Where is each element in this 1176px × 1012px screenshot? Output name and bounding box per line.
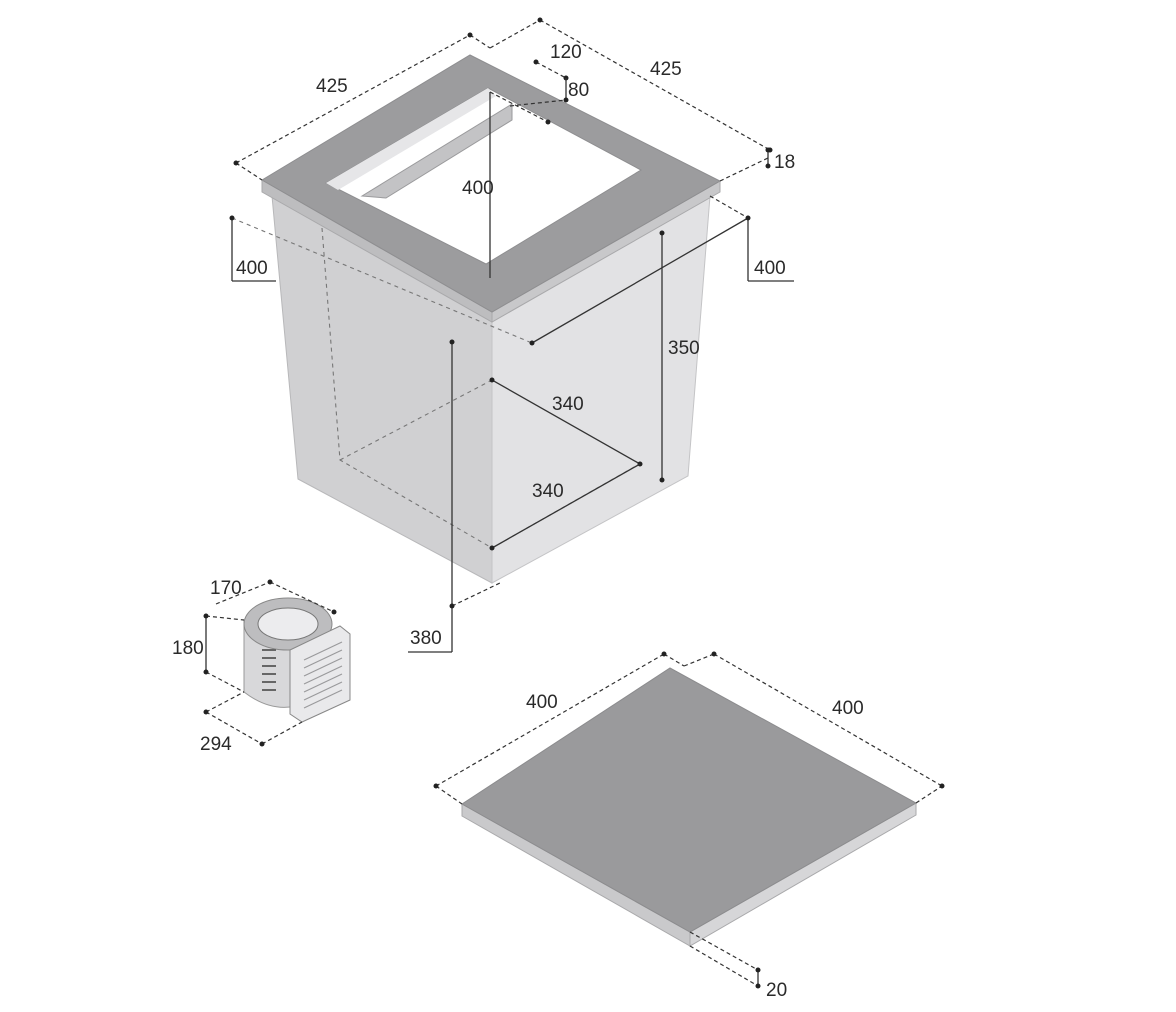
dim-lid-width-left: 400 xyxy=(526,692,558,713)
compressor-grille xyxy=(289,625,351,723)
compressor-fins xyxy=(262,649,276,691)
cabinet xyxy=(231,54,722,584)
cabinet-dimensions: 425 425 120 80 18 400 400 xyxy=(229,17,795,653)
dim-frame-width-left: 425 xyxy=(316,76,348,97)
dim-inner-depth: 340 xyxy=(532,481,564,502)
dim-rim-height: 80 xyxy=(568,80,589,101)
dim-rim-width: 120 xyxy=(550,42,582,63)
dim-depth-left: 400 xyxy=(236,258,268,279)
compressor-dimensions: 170 180 294 xyxy=(172,578,337,755)
opening-wall xyxy=(326,88,496,190)
dim-compressor-height: 180 xyxy=(172,638,204,659)
compressor-unit xyxy=(243,597,351,723)
dim-inner-width: 340 xyxy=(552,394,584,415)
lid-dimensions: 400 400 20 xyxy=(433,651,945,1001)
dim-lid-thickness: 20 xyxy=(766,980,787,1001)
dim-compressor-width: 170 xyxy=(210,578,242,599)
dim-total-height: 380 xyxy=(410,628,442,649)
rim-bar xyxy=(360,103,513,199)
dim-lid-width-right: 400 xyxy=(832,698,864,719)
dim-depth-right: 400 xyxy=(754,258,786,279)
dim-frame-width-right: 425 xyxy=(650,59,682,80)
dim-frame-thickness: 18 xyxy=(774,152,795,173)
dim-opening-depth: 400 xyxy=(462,178,494,199)
dim-height: 350 xyxy=(668,338,700,359)
dim-compressor-depth: 294 xyxy=(200,734,232,755)
